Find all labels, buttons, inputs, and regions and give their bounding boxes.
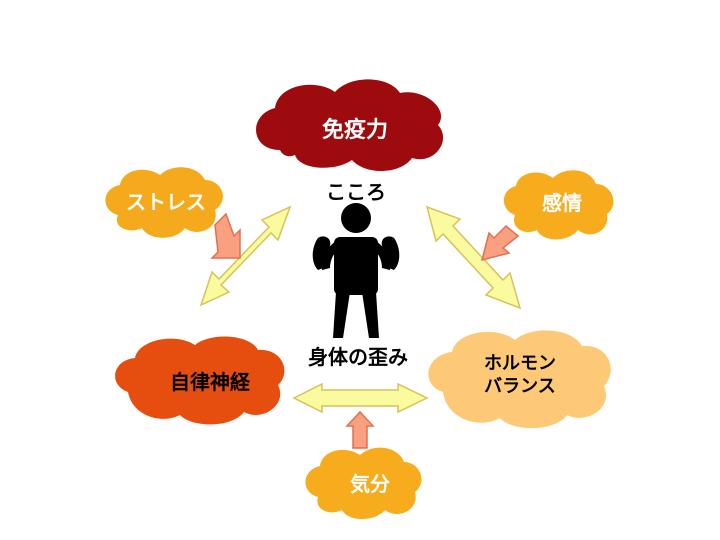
hormone-balance-cloud	[428, 330, 611, 429]
hormone-balance-label-line1: ホルモン	[484, 353, 556, 374]
input-arrow-stress	[210, 212, 241, 259]
emotion-label: 感情	[542, 191, 582, 215]
autonomic-nerves-label: 自律神経	[170, 370, 250, 394]
autonomic-nerves-cloud	[115, 336, 285, 425]
emotion-cloud	[503, 170, 614, 240]
input-arrow-emotion	[480, 224, 520, 262]
double-arrow-emotion-hormone	[425, 205, 522, 310]
hormone-balance-label: ホルモン バランス	[445, 353, 595, 398]
double-arrow-stress-autonomic	[199, 205, 292, 307]
stress-cloud	[105, 167, 223, 238]
mood-cloud	[305, 447, 422, 519]
input-arrow-mood	[345, 410, 375, 449]
mood-label: 気分	[350, 472, 390, 496]
person-flexing-icon	[312, 203, 400, 338]
stress-label: ストレス	[126, 190, 206, 214]
double-arrow-autonomic-hormone	[292, 382, 429, 414]
immunity-cloud	[256, 79, 444, 172]
center-top-label: こころ	[326, 180, 386, 204]
hormone-balance-label-line2: バランス	[484, 375, 556, 397]
immunity-label: 免疫力	[321, 118, 388, 143]
center-bottom-label: 身体の歪み	[308, 345, 408, 369]
